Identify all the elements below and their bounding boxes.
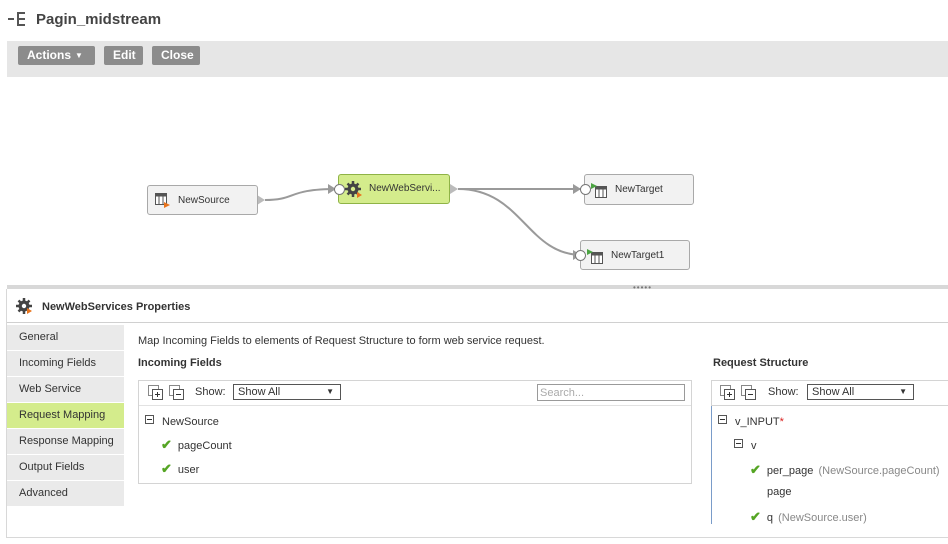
target-icon [591, 183, 607, 198]
check-icon: ✔ [161, 461, 172, 476]
mapping-icon [8, 12, 25, 26]
node-label: NewWebServi... [369, 183, 441, 194]
node-newtarget[interactable]: NewTarget [584, 174, 694, 205]
request-structure-toolbar: Show: Show All ▼ [711, 380, 948, 406]
node-label: NewTarget [615, 184, 663, 195]
check-icon: ✔ [161, 437, 172, 452]
incoming-fields-title: Incoming Fields [138, 357, 222, 369]
show-filter-value: Show All [812, 386, 855, 398]
node-newsource[interactable]: NewSource [147, 185, 258, 215]
field-row-pagecount[interactable]: ✔ pageCount [161, 437, 232, 453]
link-webservice-target1 [457, 188, 583, 256]
arrowhead-icon [573, 184, 581, 194]
properties-title: NewWebServices Properties [42, 301, 191, 313]
dropdown-arrow-icon: ▼ [899, 387, 907, 396]
field-label: user [177, 464, 200, 476]
check-icon: ✔ [750, 509, 761, 524]
tab-advanced[interactable]: Advanced [7, 481, 124, 507]
link-source-webservice [264, 188, 338, 201]
collapse-icon[interactable] [734, 439, 743, 448]
tree-border [711, 406, 712, 524]
collapse-all-icon[interactable] [741, 385, 757, 400]
tab-request-mapping[interactable]: Request Mapping [7, 403, 124, 429]
target-icon [587, 249, 603, 264]
output-arrow-icon [257, 195, 265, 205]
grip-handle-icon[interactable]: ••••• [633, 283, 653, 292]
title-bar: Pagin_midstream [0, 0, 948, 40]
incoming-fields-panel: Show: Show All ▼ NewSource ✔ pageCount ✔ us… [138, 380, 692, 484]
properties-header: NewWebServices Properties [7, 289, 948, 323]
collapse-icon[interactable] [145, 415, 154, 424]
input-port-icon[interactable] [334, 184, 345, 195]
close-button[interactable]: Close [152, 46, 200, 65]
expand-all-icon[interactable] [148, 385, 164, 400]
node-newwebservices[interactable]: NewWebServi... [338, 174, 450, 204]
arrowhead-icon [328, 184, 336, 194]
field-label: pageCount [177, 440, 232, 452]
caret-down-icon: ▼ [75, 51, 83, 60]
collapse-all-icon[interactable] [169, 385, 185, 400]
expand-all-icon[interactable] [720, 385, 736, 400]
mapped-field: (NewSource.pageCount) [818, 465, 940, 477]
divider [6, 289, 7, 538]
tab-web-service[interactable]: Web Service [7, 377, 124, 403]
description-text: Map Incoming Fields to elements of Reque… [138, 335, 545, 347]
mapping-canvas[interactable]: NewSource NewWebServi... NewTarget [7, 77, 948, 285]
node-label: NewSource [178, 195, 230, 206]
mapped-field: (NewSource.user) [778, 512, 867, 524]
toolbar: Actions▼ Edit Close [7, 41, 948, 77]
request-structure-title: Request Structure [713, 357, 809, 369]
show-filter-select[interactable]: Show All ▼ [233, 384, 341, 400]
input-port-icon[interactable] [575, 250, 586, 261]
tree-root-label: v_INPUT [735, 416, 780, 428]
input-port-icon[interactable] [580, 184, 591, 195]
tab-output-fields[interactable]: Output Fields [7, 455, 124, 481]
element-label: page [767, 486, 792, 498]
dropdown-arrow-icon: ▼ [326, 387, 334, 396]
tree-node-label: v [751, 440, 757, 452]
node-newtarget1[interactable]: NewTarget1 [580, 240, 690, 270]
properties-nav: General Incoming Fields Web Service Requ… [7, 325, 124, 507]
source-icon [155, 193, 170, 208]
collapse-icon[interactable] [718, 415, 727, 424]
actions-label: Actions [27, 48, 72, 62]
show-filter-select[interactable]: Show All ▼ [807, 384, 914, 400]
tree-root-label: NewSource [162, 416, 219, 428]
check-icon: ✔ [750, 462, 761, 477]
tree-root-newsource[interactable]: NewSource [145, 415, 219, 428]
connection-links [257, 184, 583, 260]
request-row-per-page[interactable]: ✔ per_page (NewSource.pageCount) [750, 462, 940, 478]
element-label: q [766, 512, 774, 524]
show-filter-value: Show All [238, 386, 281, 398]
actions-button[interactable]: Actions▼ [18, 46, 95, 65]
page-title: Pagin_midstream [36, 11, 162, 28]
show-label: Show: [195, 386, 226, 398]
tree-root-v-input[interactable]: v_INPUT* [718, 415, 784, 428]
incoming-toolbar: Show: Show All ▼ [139, 381, 691, 406]
gear-icon [345, 181, 362, 198]
node-label: NewTarget1 [611, 250, 665, 261]
required-marker: * [779, 416, 784, 428]
element-label: per_page [766, 465, 814, 477]
gear-icon [16, 298, 32, 314]
tab-response-mapping[interactable]: Response Mapping [7, 429, 124, 455]
show-label: Show: [768, 386, 799, 398]
request-row-q[interactable]: ✔ q (NewSource.user) [750, 509, 867, 525]
search-input[interactable] [537, 384, 685, 401]
tab-general[interactable]: General [7, 325, 124, 351]
tree-node-v[interactable]: v [734, 439, 757, 452]
output-arrow-icon [450, 184, 458, 194]
tab-incoming-fields[interactable]: Incoming Fields [7, 351, 124, 377]
request-row-page[interactable]: page [767, 486, 791, 498]
divider [7, 537, 948, 538]
field-row-user[interactable]: ✔ user [161, 461, 199, 477]
edit-button[interactable]: Edit [104, 46, 143, 65]
panel-splitter[interactable] [7, 285, 948, 289]
